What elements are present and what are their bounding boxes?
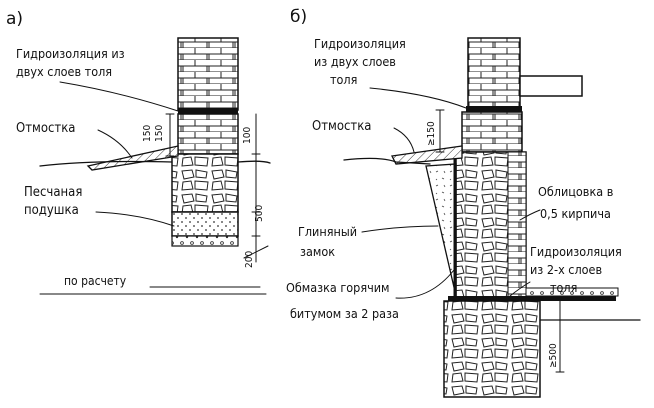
panel-b-cladding-label: Облицовка в 0,5 кирпича [538, 184, 617, 221]
panel-a-dim-200: 200 [244, 251, 255, 268]
panel-a-plinth-wall [177, 113, 239, 155]
panel-b-ground-line [343, 157, 431, 165]
panel-b-waterproof2-leader [509, 281, 531, 297]
panel-b-floor-slab [525, 287, 619, 297]
panel-b-waterproof2-label: Гидроизоляция из 2-х слоев толя [530, 244, 625, 295]
panel-a-blind-area-label: Отмостка [16, 121, 75, 136]
panel-b-cladding-face [507, 151, 527, 301]
panel-a-blind-area [86, 145, 179, 171]
panel-a-foundation [171, 153, 239, 213]
panel-b-cladding-leader [519, 209, 541, 221]
panel-b-clay-lock [425, 163, 457, 297]
panel-b-blind-area-label: Отмостка [312, 119, 371, 134]
panel-b-blind-area-leader [393, 127, 415, 153]
panel-a: а) Гидроизоляция из двух слоев толя Отмо… [6, 9, 271, 295]
panel-a-sand-leader [95, 211, 175, 227]
panel-b-dim-150-line [435, 109, 445, 153]
panel-b-clay-leader [361, 225, 439, 233]
panel-a-waterproof-label: Гидроизоляция из двух слоев толя [16, 46, 128, 79]
panel-b-waterproof-bottom [448, 296, 616, 301]
panel-b-waterproof-leader [369, 87, 467, 109]
panel-a-dim-500: 500 [254, 205, 265, 222]
panel-b-floor-beam [519, 75, 583, 97]
panel-b-waterproof-band [466, 106, 522, 112]
panel-b-upper-wall [467, 37, 521, 109]
panel-b-waterproof-label: Гидроизоляция из двух слоев толя [314, 36, 409, 87]
panel-a-dim-150: 150 [142, 125, 153, 142]
panel-a-gravel [171, 235, 239, 247]
panel-a-waterproof-band [178, 108, 238, 114]
panel-b-foundation [443, 300, 541, 398]
panel-a-calc-label: по расчету [64, 274, 127, 288]
panel-b-title: б) [290, 7, 307, 27]
panel-b-dim-500: ≥500 [548, 343, 559, 368]
panel-a-dim-line-right [251, 113, 261, 263]
panel-a-dim-150b: 150 [154, 125, 165, 142]
panel-b-clay-label: Глиняный замок [298, 224, 361, 259]
panel-a-title: а) [6, 9, 23, 29]
panel-a-ground-right [237, 160, 271, 164]
panel-b-plinth-wall [461, 111, 523, 153]
panel-a-waterproof-leader [59, 81, 179, 112]
panel-b: б) Гидроизоляция из двух слоев толя Отмо [286, 7, 641, 398]
panel-b-coating-label: Обмазка горячим битумом за 2 раза [286, 280, 399, 321]
panel-b-dim-500-line [555, 299, 565, 373]
panel-b-blind-area [391, 145, 463, 165]
panel-b-dim-150: ≥150 [426, 121, 437, 146]
panel-a-ground-line [39, 160, 173, 167]
panel-a-dim-tick-bottom [243, 245, 269, 259]
panel-a-sand-cushion [171, 211, 239, 237]
panel-b-coating-leader [395, 269, 455, 299]
panel-a-sand-label: Песчаная подушка [24, 185, 86, 218]
panel-a-upper-wall [177, 37, 239, 111]
panel-a-dim-100: 100 [242, 127, 253, 144]
panel-a-blind-area-leader [97, 129, 133, 159]
panel-a-dim-line-left [165, 113, 175, 157]
